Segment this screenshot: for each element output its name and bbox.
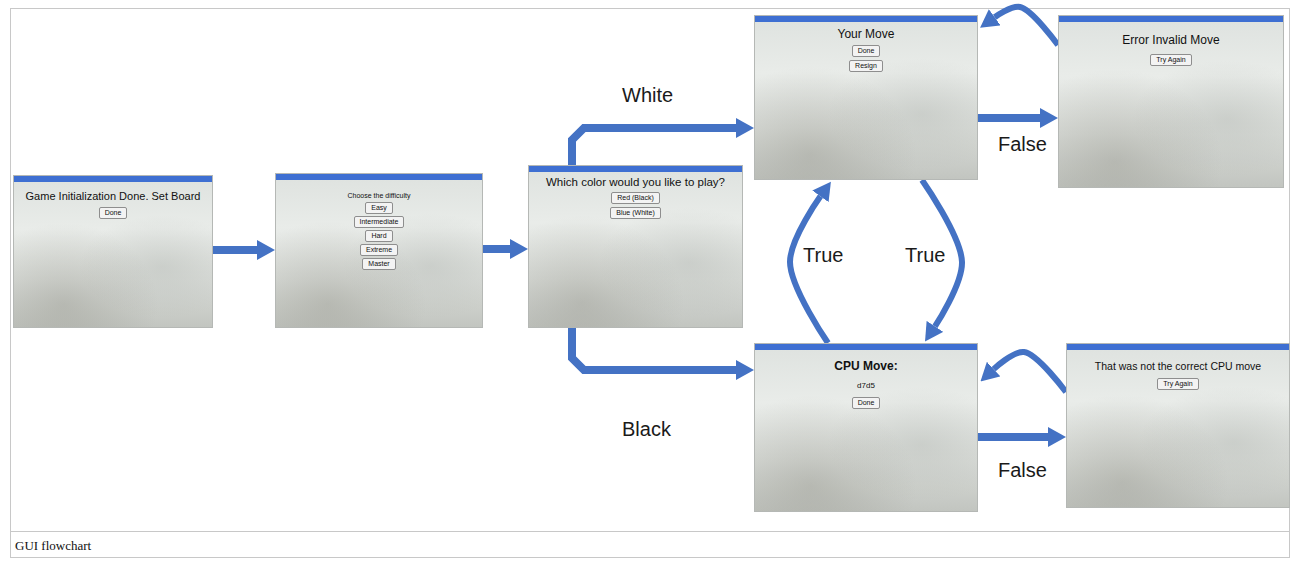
- screen-photo: Game Initialization Done. Set BoardDone: [13, 175, 213, 328]
- button-label: Try Again: [1156, 56, 1185, 64]
- gui-button: Extreme: [360, 244, 398, 256]
- gui-button: Intermediate: [354, 216, 405, 228]
- frame-border: [11, 9, 1290, 558]
- flow-arrow: [994, 352, 1066, 392]
- move-text: d7d5: [857, 381, 875, 390]
- gui-button: Blue (White): [610, 207, 661, 219]
- flow-arrow: [572, 128, 736, 165]
- flow-arrow: [483, 245, 510, 253]
- button-label: Extreme: [366, 246, 392, 254]
- button-label: Intermediate: [360, 218, 399, 226]
- flow-arrow: [978, 433, 1048, 441]
- edge-label: True: [903, 244, 947, 266]
- button-label: Hard: [371, 232, 386, 240]
- gui-button: Red (Black): [611, 192, 660, 204]
- gui-button: Done: [99, 207, 128, 219]
- flow-arrow: [790, 196, 828, 343]
- screen-title: Game Initialization Done. Set Board: [26, 190, 201, 203]
- gui-button: Try Again: [1150, 54, 1191, 66]
- edge-label: Black: [620, 418, 673, 440]
- button-label: Done: [858, 47, 875, 55]
- button-label: Master: [368, 260, 389, 268]
- screen-photo: Error Invalid MoveTry Again: [1058, 15, 1284, 188]
- gui-button: Hard: [365, 230, 392, 242]
- gui-button: Done: [852, 45, 881, 57]
- gui-button: Master: [362, 258, 395, 270]
- flow-arrow: [978, 114, 1040, 122]
- edge-label: False: [996, 133, 1049, 155]
- gui-button: Resign: [849, 60, 883, 72]
- screen-photo: Which color would you like to play? Red (…: [528, 165, 743, 328]
- flow-arrow: [213, 246, 257, 254]
- screen-photo: That was not the correct CPU moveTry Aga…: [1066, 343, 1290, 508]
- caption-divider: [11, 531, 1290, 532]
- button-label: Blue (White): [616, 209, 655, 217]
- screen-title: Which color would you like to play?: [546, 176, 725, 189]
- button-label: Red (Black): [617, 194, 654, 202]
- gui-button: Try Again: [1157, 378, 1198, 390]
- button-label: Resign: [855, 62, 877, 70]
- screen-photo: Your MoveDoneResign: [754, 15, 978, 180]
- screen-photo: CPU Move: d7d5Done: [754, 343, 978, 512]
- figure-caption: GUI flowchart: [15, 538, 91, 554]
- button-label: Done: [858, 399, 875, 407]
- button-label: Easy: [371, 204, 387, 212]
- gui-button: Easy: [365, 202, 393, 214]
- screen-title: CPU Move:: [834, 360, 897, 374]
- edge-label: White: [620, 84, 675, 106]
- gui-button: Done: [852, 397, 881, 409]
- button-label: Try Again: [1163, 380, 1192, 388]
- button-label: Done: [105, 209, 122, 217]
- screen-title: Error Invalid Move: [1122, 34, 1219, 48]
- screen-title: Choose the difficulty: [348, 192, 411, 200]
- edge-label: True: [801, 244, 845, 266]
- screen-photo: Choose the difficultyEasyIntermediateHar…: [275, 173, 483, 328]
- screen-title: That was not the correct CPU move: [1095, 360, 1261, 372]
- flow-arrow: [995, 7, 1058, 45]
- flow-arrow: [572, 328, 736, 370]
- edge-label: False: [996, 459, 1049, 481]
- screen-title: Your Move: [838, 28, 895, 42]
